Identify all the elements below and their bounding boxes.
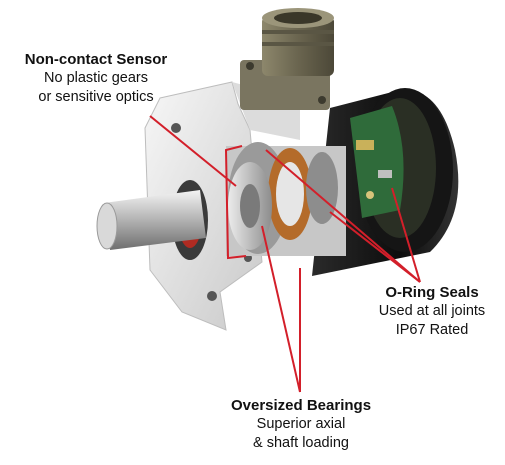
callout-line: Used at all joints	[378, 303, 486, 319]
bearing-leader-1	[261, 225, 301, 393]
sensor-bracket	[224, 145, 247, 260]
oring-leader-2	[391, 187, 421, 283]
oring-leader-3	[265, 149, 421, 283]
callout-title: Oversized Bearings	[230, 397, 372, 414]
callout-oversized-bearings: Oversized Bearings Superior axial & shaf…	[216, 396, 386, 453]
shaft	[96, 180, 208, 260]
callout-non-contact-sensor: Non-contact Sensor No plastic gears or s…	[6, 50, 186, 107]
callout-leaders	[149, 115, 421, 393]
callout-o-ring-seals: O-Ring Seals Used at all joints IP67 Rat…	[358, 283, 505, 340]
callout-title: O-Ring Seals	[385, 284, 479, 301]
circular-connector	[240, 8, 334, 110]
cutaway-internals	[226, 142, 346, 256]
callout-line: No plastic gears	[44, 70, 148, 86]
callout-line: Superior axial	[256, 416, 346, 432]
callout-line: or sensitive optics	[38, 89, 154, 105]
callout-title: Non-contact Sensor	[24, 51, 168, 68]
callout-line: & shaft loading	[253, 435, 349, 451]
sensor-leader	[149, 115, 237, 187]
encoder-housing	[312, 88, 459, 276]
callout-line: IP67 Rated	[395, 322, 469, 338]
